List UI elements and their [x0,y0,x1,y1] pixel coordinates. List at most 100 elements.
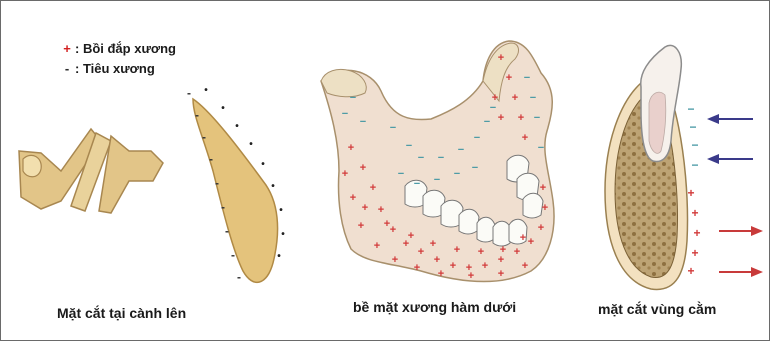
chin-section-group [605,45,688,289]
deposition-mark: + [518,112,524,124]
resorption-mark: - [237,270,241,284]
surface-dot: • [279,205,283,216]
deposition-mark: + [342,168,348,180]
deposition-mark: + [408,230,414,242]
tooth [459,209,479,234]
resorption-mark: - [221,200,225,214]
deposition-mark: + [384,218,390,230]
deposition-mark: + [520,232,526,244]
deposition-mark: + [506,72,512,84]
deposition-mark: + [687,186,694,200]
resorption-mark: − [474,132,480,144]
deposition-mark: + [468,270,474,282]
resorption-mark: − [687,102,694,116]
chin-surface-marks: − − − − + + + + + [687,102,700,278]
deposition-mark: + [693,226,700,240]
arrows [707,114,763,277]
deposition-mark: + [348,142,354,154]
deposition-mark: + [374,240,380,252]
deposition-mark: + [691,246,698,260]
resorption-mark: − [484,116,490,128]
ramus-bone-piece-right [99,136,163,213]
resorption-mark: − [414,178,420,190]
deposition-mark: + [362,202,368,214]
resorption-mark: - [215,176,219,190]
blue-arrow-top [707,114,753,124]
tooth [493,221,511,246]
deposition-mark: + [498,112,504,124]
resorption-mark: − [418,152,424,164]
deposition-mark: + [514,246,520,258]
resorption-mark: − [434,174,440,186]
deposition-mark: + [414,262,420,274]
surface-dot: • [249,139,253,150]
deposition-mark: + [538,222,544,234]
resorption-mark: − [438,152,444,164]
resorption-mark: − [691,158,698,172]
resorption-mark: − [390,122,396,134]
resorption-mark: - [209,152,213,166]
deposition-mark: + [522,260,528,272]
resorption-mark: − [490,102,496,114]
resorption-mark: - [225,224,229,238]
resorption-mark: - [195,108,199,122]
ramus-condyle-knob [23,155,41,176]
resorption-mark: - [202,130,206,144]
resorption-mark: − [691,138,698,152]
deposition-mark: + [434,254,440,266]
resorption-mark: − [472,162,478,174]
deposition-mark: + [350,192,356,204]
resorption-mark: − [689,120,696,134]
deposition-mark: + [438,268,444,280]
resorption-mark: − [398,168,404,180]
surface-dot: • [277,251,281,262]
resorption-mark: − [458,144,464,156]
deposition-mark: + [378,204,384,216]
deposition-mark: + [450,260,456,272]
resorption-mark: − [530,92,536,104]
deposition-mark: + [418,246,424,258]
deposition-mark: + [540,182,546,194]
deposition-mark: + [360,162,366,174]
deposition-mark: + [528,236,534,248]
tooth [523,193,543,218]
deposition-mark: + [430,238,436,250]
caption-chin: mặt cắt vùng cằm [598,301,716,317]
deposition-mark: + [542,202,548,214]
deposition-mark: + [390,224,396,236]
caption-mandible: bề mặt xương hàm dưới [353,299,516,315]
deposition-mark: + [687,264,694,278]
blue-arrow-bottom [707,154,753,164]
resorption-mark: − [350,92,356,104]
surface-dot: • [281,229,285,240]
deposition-mark: + [512,92,518,104]
deposition-mark: + [498,268,504,280]
deposition-mark: + [482,260,488,272]
surface-dot: • [235,121,239,132]
deposition-mark: + [691,206,698,220]
red-arrow-top [719,226,763,236]
tooth [477,217,495,242]
resorption-mark: - [187,86,191,100]
deposition-mark: + [498,52,504,64]
surface-dot: • [271,181,275,192]
caption-ramus: Mặt cắt tại cành lên [57,305,186,321]
resorption-mark: − [342,108,348,120]
red-arrow-bottom [719,267,763,277]
deposition-mark: + [454,244,460,256]
resorption-mark: − [534,112,540,124]
resorption-mark: − [360,116,366,128]
deposition-mark: + [392,254,398,266]
resorption-mark: − [524,72,530,84]
surface-dot: • [261,159,265,170]
resorption-mark: − [538,142,544,154]
surface-dot: • [204,85,208,96]
deposition-mark: + [370,182,376,194]
deposition-mark: + [500,244,506,256]
surface-dot: • [221,103,225,114]
deposition-mark: + [358,220,364,232]
ramus-bone-group [19,99,278,282]
resorption-mark: - [231,248,235,262]
